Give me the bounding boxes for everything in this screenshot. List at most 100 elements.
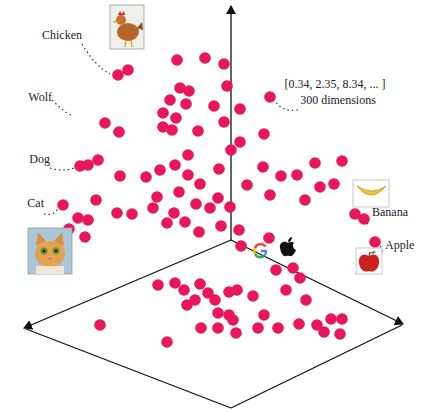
word-point xyxy=(318,326,330,338)
word-point xyxy=(140,171,152,183)
word-point xyxy=(336,155,348,167)
word-point xyxy=(272,322,284,334)
word-point xyxy=(190,198,202,210)
word-point xyxy=(194,278,206,290)
word-point xyxy=(82,214,94,226)
word-point xyxy=(94,319,106,331)
word-point xyxy=(112,69,124,81)
word-point xyxy=(147,202,159,214)
word-point xyxy=(252,322,264,334)
word-point xyxy=(79,231,91,243)
banana-icon xyxy=(353,180,389,207)
word-point xyxy=(157,121,169,133)
word-point xyxy=(99,117,111,129)
word-point xyxy=(173,186,185,198)
word-point xyxy=(194,178,206,190)
word-point xyxy=(170,112,182,124)
word-point xyxy=(258,309,270,321)
word-point xyxy=(257,161,269,173)
word-label: Apple xyxy=(385,239,414,253)
word-point xyxy=(358,213,370,225)
word-label: Banana xyxy=(372,206,408,220)
word-point xyxy=(114,170,126,182)
word-point xyxy=(183,85,195,97)
word-label: Wolf xyxy=(28,91,52,105)
word-point xyxy=(212,322,224,334)
word-point xyxy=(157,107,169,119)
word-point xyxy=(328,178,340,190)
word-point xyxy=(204,202,216,214)
word-point xyxy=(122,64,134,76)
chicken-icon xyxy=(110,5,144,49)
word-point xyxy=(215,220,227,232)
word-point xyxy=(300,294,312,306)
dimension-note: 300 dimensions xyxy=(300,94,376,108)
word-point xyxy=(218,116,230,128)
word-point xyxy=(264,189,276,201)
word-point xyxy=(164,94,176,106)
word-point xyxy=(72,212,84,224)
word-point xyxy=(294,272,306,284)
word-point xyxy=(152,279,164,291)
word-point xyxy=(270,264,282,276)
word-point xyxy=(179,216,191,228)
word-point xyxy=(208,100,220,112)
word-point xyxy=(234,136,246,148)
word-point xyxy=(192,125,204,137)
word-point xyxy=(227,314,239,326)
word-point xyxy=(171,54,183,66)
word-point xyxy=(199,52,211,64)
word-point xyxy=(221,80,233,92)
word-point xyxy=(161,336,173,348)
word-point xyxy=(309,157,321,169)
word-point xyxy=(225,144,237,156)
word-point xyxy=(280,284,292,296)
word-label: Cat xyxy=(27,197,44,211)
word-point xyxy=(182,149,194,161)
word-label: Chicken xyxy=(42,29,82,43)
word-point xyxy=(195,322,207,334)
word-point xyxy=(182,169,194,181)
word-point xyxy=(241,179,253,191)
word-point xyxy=(213,163,225,175)
word-point xyxy=(178,284,190,296)
word-point xyxy=(263,232,275,244)
word-point xyxy=(212,192,224,204)
word-point xyxy=(314,181,326,193)
word-point xyxy=(336,313,348,325)
word-point xyxy=(369,236,381,248)
word-point xyxy=(218,58,230,70)
word-point xyxy=(113,126,125,138)
word-label: Dog xyxy=(29,153,50,167)
word-point xyxy=(264,91,276,103)
word-point xyxy=(181,299,193,311)
word-point xyxy=(90,194,102,206)
word-point xyxy=(209,294,221,306)
word-point xyxy=(275,170,287,182)
word-point xyxy=(231,284,243,296)
word-point xyxy=(57,199,69,211)
leader-lines xyxy=(44,44,382,257)
word-point xyxy=(299,194,311,206)
word-point xyxy=(74,160,86,172)
word-point xyxy=(235,240,247,252)
word-point xyxy=(180,98,192,110)
word-point xyxy=(92,154,104,166)
google-logo xyxy=(254,244,266,257)
word-point xyxy=(234,103,246,115)
vector-value: [0.34, 2.35, 8.34, ... ] xyxy=(285,78,386,92)
word-point xyxy=(111,207,123,219)
word-points xyxy=(57,52,381,348)
word-point xyxy=(233,224,245,236)
word-point xyxy=(334,328,346,340)
cat-icon xyxy=(28,228,72,274)
word-point xyxy=(224,201,236,213)
word-point xyxy=(161,217,173,229)
word-point xyxy=(258,128,270,140)
word-point xyxy=(230,327,242,339)
word-point xyxy=(212,307,224,319)
word-point xyxy=(154,164,166,176)
word-point xyxy=(169,159,181,171)
word-point xyxy=(168,207,180,219)
